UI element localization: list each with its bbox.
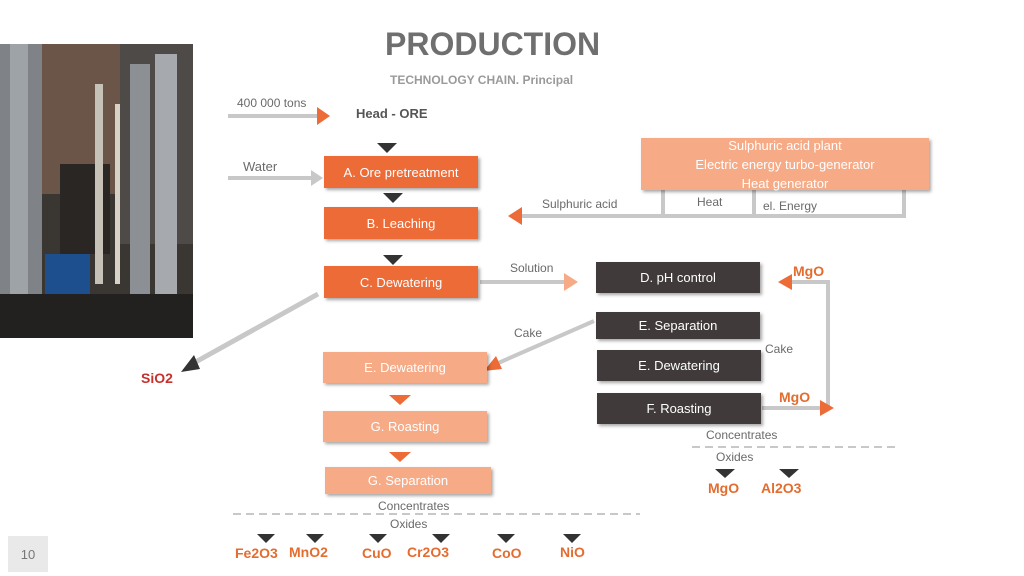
down-arrow-e-g (389, 395, 411, 405)
cake-left-arrow (484, 319, 595, 371)
nio-product-triangle (563, 534, 581, 543)
plant-line-1: Sulphuric acid plant (728, 137, 842, 153)
step-dewatering-e-left[interactable]: E. Dewatering (323, 352, 487, 383)
water-input-arrow (228, 170, 323, 186)
mgo-loop-arrow-right (820, 400, 834, 416)
step-roasting-f[interactable]: F. Roasting (597, 393, 761, 424)
tons-label: 400 000 tons (237, 96, 307, 110)
mgo-product-triangle (715, 469, 735, 478)
head-ore-label: Head - ORE (356, 106, 428, 121)
solution-label: Solution (510, 261, 554, 275)
page-subtitle: TECHNOLOGY CHAIN. Principal (390, 73, 574, 87)
sio2-label: SiO2 (141, 370, 173, 386)
step-separation-g[interactable]: G. Separation (325, 467, 491, 494)
product-cr2o3: Cr2O3 (407, 544, 450, 560)
cr2o3-product-triangle (432, 534, 450, 543)
el-energy-label: el. Energy (763, 199, 818, 213)
product-cuo: CuO (362, 545, 392, 561)
plant-line-3: Heat generator (741, 175, 829, 191)
page-number: 10 (8, 536, 48, 572)
step-dewatering-c[interactable]: C. Dewatering (324, 266, 478, 298)
mno2-product-triangle (306, 534, 324, 543)
tons-input-arrow (228, 107, 330, 125)
down-arrow-a-b (383, 193, 403, 203)
product-al2o3: Al2O3 (761, 480, 802, 496)
coo-product-triangle (497, 534, 515, 543)
solution-arrow (480, 273, 578, 291)
fe2o3-product-triangle (257, 534, 275, 543)
step-roasting-g[interactable]: G. Roasting (323, 411, 487, 442)
product-mno2: MnO2 (289, 544, 328, 560)
step-ph-control[interactable]: D. pH control (596, 262, 760, 293)
step-dewatering-e-right[interactable]: E. Dewatering (597, 350, 761, 381)
sio2-arrow (181, 291, 320, 372)
step-separation-e[interactable]: E. Separation (596, 312, 760, 339)
cake-right-label: Cake (765, 342, 794, 356)
mgo-loop-connector (762, 280, 830, 410)
sulphuric-acid-label: Sulphuric acid (542, 197, 618, 211)
left-concentrates-label: Concentrates (378, 499, 450, 513)
heat-label: Heat (697, 195, 723, 209)
step-ore-pretreatment[interactable]: A. Ore pretreatment (324, 156, 478, 188)
cake-left-label: Cake (514, 326, 543, 340)
cuo-product-triangle (369, 534, 387, 543)
left-oxides-label: Oxides (390, 517, 428, 531)
sulphuric-acid-plant-box[interactable]: Sulphuric acid plant Electric energy tur… (641, 137, 929, 191)
right-oxides-label: Oxides (716, 450, 754, 464)
page-title: PRODUCTION (385, 26, 601, 62)
factory-photo (0, 44, 193, 338)
down-arrow-g-g (389, 452, 411, 462)
product-coo: CoO (492, 545, 522, 561)
product-mgo: MgO (708, 480, 740, 496)
mgo-loop-arrow-left (778, 274, 792, 290)
down-arrow-head-ore (377, 143, 397, 153)
product-fe2o3: Fe2O3 (235, 545, 278, 561)
mgo-top-label: MgO (793, 263, 825, 279)
water-label: Water (243, 159, 278, 174)
al2o3-product-triangle (779, 469, 799, 478)
plant-outputs-connector (520, 190, 906, 218)
plant-line-2: Electric energy turbo-generator (695, 156, 875, 172)
right-concentrates-label: Concentrates (706, 428, 778, 442)
product-nio: NiO (560, 544, 585, 560)
step-leaching[interactable]: B. Leaching (324, 207, 478, 239)
mgo-mid-label: MgO (779, 389, 811, 405)
sulphuric-acid-arrow-head (508, 207, 522, 225)
down-arrow-b-c (383, 255, 403, 265)
